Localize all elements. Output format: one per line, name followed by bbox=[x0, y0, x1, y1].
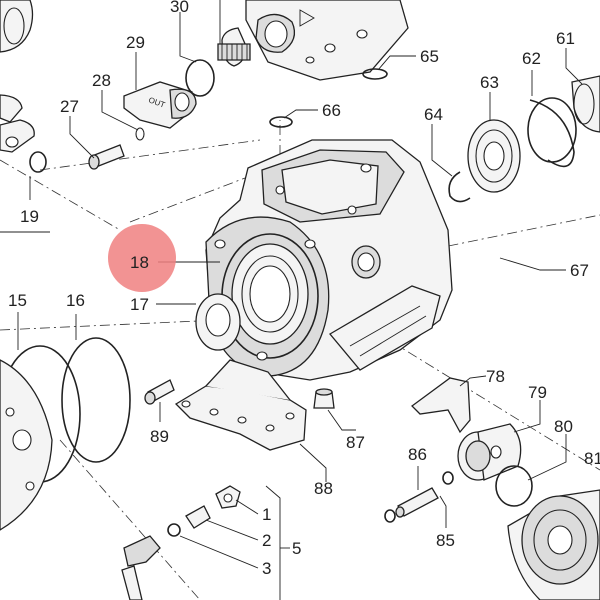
axis-line-left-upper bbox=[0, 159, 121, 231]
callout-18: 18 bbox=[130, 253, 149, 272]
callout-5: 5 bbox=[292, 539, 301, 558]
callout-85: 85 bbox=[436, 531, 455, 550]
part-88-mounting-foot bbox=[174, 359, 307, 451]
part-80-oring bbox=[495, 465, 533, 507]
leader-lines bbox=[0, 0, 583, 600]
highlight-part-18 bbox=[108, 224, 176, 292]
callout-88: 88 bbox=[314, 479, 333, 498]
axis-line-right bbox=[369, 214, 600, 263]
part-81-piston bbox=[507, 489, 600, 600]
axis-line-crank bbox=[339, 309, 600, 471]
part-19-fitting bbox=[0, 94, 47, 173]
callout-80: 80 bbox=[554, 417, 573, 436]
part-66-ring bbox=[269, 116, 293, 128]
part-30-oring bbox=[185, 59, 215, 97]
callout-61: 61 bbox=[556, 29, 575, 48]
part-86-pin bbox=[395, 487, 439, 518]
callout-16: 16 bbox=[66, 291, 85, 310]
callout-81: 81 bbox=[584, 449, 600, 468]
callout-79: 79 bbox=[528, 383, 547, 402]
part-64-circlip bbox=[448, 171, 471, 203]
sleeve-partial-top-left bbox=[0, 0, 34, 53]
part-2-valve-spring bbox=[185, 505, 211, 529]
callout-labels: 30 29 28 27 19 65 66 64 63 62 61 67 18 1… bbox=[8, 0, 600, 578]
part-65-ring bbox=[362, 68, 388, 80]
part-27-bolt bbox=[88, 144, 125, 170]
part-1-valve-seat bbox=[215, 485, 241, 509]
part-63-bearing bbox=[467, 119, 521, 193]
callout-66: 66 bbox=[322, 101, 341, 120]
axis-line-left-lower bbox=[0, 319, 221, 331]
callout-65: 65 bbox=[420, 47, 439, 66]
axis-line-bottom-left bbox=[59, 439, 201, 600]
callout-86: 86 bbox=[408, 445, 427, 464]
gear-teeth bbox=[217, 43, 251, 61]
callout-17: 17 bbox=[130, 295, 149, 314]
callout-2: 2 bbox=[262, 531, 271, 550]
callout-29: 29 bbox=[126, 33, 145, 52]
callout-78: 78 bbox=[486, 367, 505, 386]
part-16-oring bbox=[61, 337, 131, 463]
axis-line-bolt bbox=[39, 139, 261, 171]
callout-63: 63 bbox=[480, 73, 499, 92]
callout-67: 67 bbox=[570, 261, 589, 280]
callout-89: 89 bbox=[150, 427, 169, 446]
part-15-head-cover bbox=[0, 345, 81, 531]
main-pump-housing bbox=[205, 139, 453, 381]
part-17-seal bbox=[195, 293, 241, 351]
part-62-snap-ring bbox=[527, 97, 577, 168]
part-79-crosshead bbox=[457, 423, 522, 481]
axis-line-bracket bbox=[129, 177, 246, 223]
callout-62: 62 bbox=[522, 49, 541, 68]
callout-27: 27 bbox=[60, 97, 79, 116]
callout-1: 1 bbox=[262, 505, 271, 524]
callout-30: 30 bbox=[170, 0, 189, 16]
callout-87: 87 bbox=[346, 433, 365, 452]
part-85-clip bbox=[384, 471, 454, 523]
callout-15: 15 bbox=[8, 291, 27, 310]
callout-64: 64 bbox=[424, 105, 443, 124]
part-87-plug bbox=[313, 388, 335, 409]
assembly-axes bbox=[0, 120, 600, 600]
part-78-bracket bbox=[411, 377, 471, 434]
callout-28: 28 bbox=[92, 71, 111, 90]
part-89-bolt bbox=[144, 379, 175, 405]
part-3-valve-plug bbox=[121, 523, 181, 600]
top-gear-and-head bbox=[217, 0, 409, 81]
part-29-bracket: OUT bbox=[123, 81, 197, 141]
callout-3: 3 bbox=[262, 559, 271, 578]
callout-19: 19 bbox=[20, 207, 39, 226]
